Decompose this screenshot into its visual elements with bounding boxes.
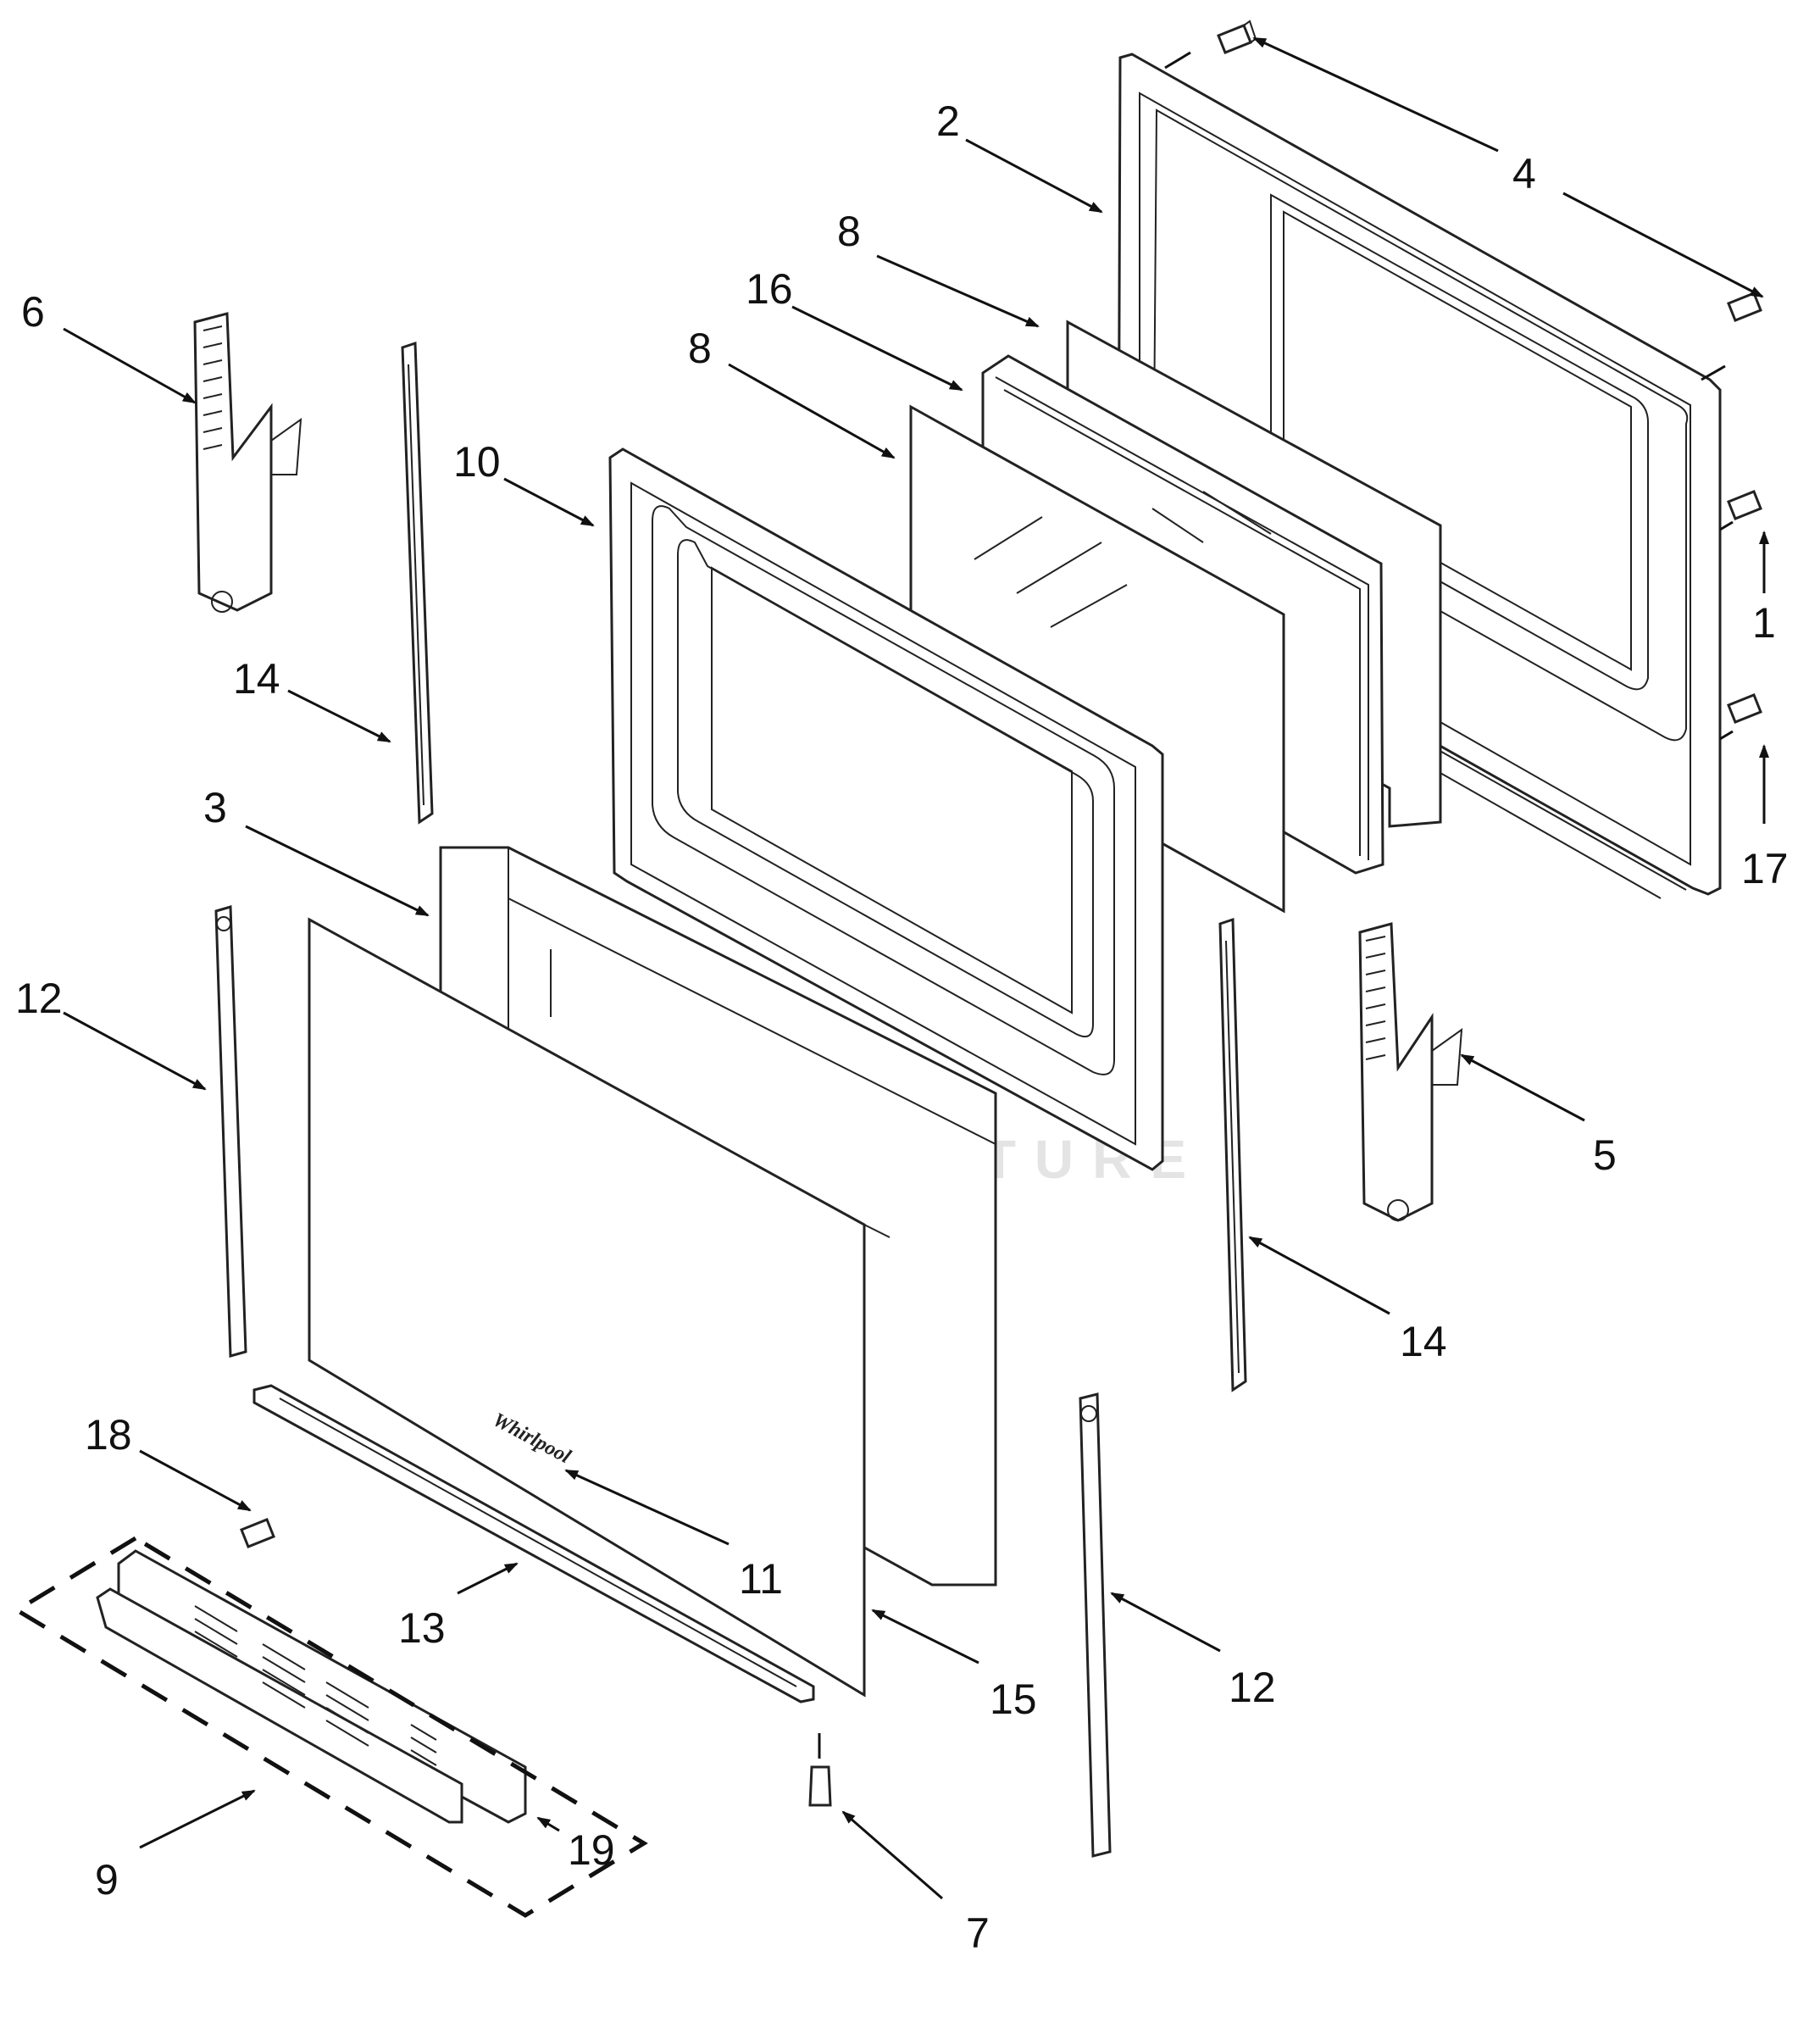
callout-12-right: 12: [1229, 1664, 1276, 1711]
screw-4-top[interactable]: [1217, 19, 1257, 54]
callout-17: 17: [1741, 845, 1789, 892]
screw-17[interactable]: [1727, 693, 1762, 724]
screw-7[interactable]: [808, 1765, 832, 1807]
screw-4-right[interactable]: [1727, 292, 1762, 322]
door-hinge-left[interactable]: [193, 312, 302, 613]
callout-18: 18: [85, 1411, 132, 1459]
outer-door-glass[interactable]: [308, 917, 891, 1698]
screw-18[interactable]: [240, 1518, 275, 1548]
callout-15: 15: [990, 1676, 1037, 1723]
door-hinge-right[interactable]: [1358, 922, 1463, 1222]
callout-2: 2: [936, 97, 960, 145]
callout-19: 19: [568, 1826, 615, 1874]
callout-9: 9: [95, 1856, 119, 1903]
door-side-channel-left[interactable]: [401, 341, 434, 825]
inner-door-liner[interactable]: [608, 447, 1164, 1171]
callout-1: 1: [1752, 599, 1776, 647]
callout-8-rear: 8: [837, 208, 861, 255]
callout-16: 16: [746, 265, 793, 313]
callout-5: 5: [1593, 1131, 1617, 1179]
callout-8-front: 8: [688, 325, 712, 372]
door-handle-assembly[interactable]: [96, 1549, 527, 1824]
callout-11: 11: [739, 1555, 783, 1603]
callout-labels: 2 4 8 16 8 6 10 14 1 17 3 12 5 14 18 11 …: [15, 97, 1789, 1957]
door-side-channel-right[interactable]: [1218, 917, 1247, 1392]
callout-12-left: 12: [15, 975, 63, 1022]
callout-10: 10: [453, 438, 501, 486]
callout-4: 4: [1512, 150, 1536, 197]
door-trim-right[interactable]: [1079, 1392, 1112, 1858]
callout-6: 6: [21, 288, 45, 336]
callout-14-left: 14: [233, 655, 280, 703]
handle-kit-outline: [13, 1536, 648, 1918]
callout-3: 3: [203, 784, 227, 831]
callout-7: 7: [966, 1909, 990, 1957]
callout-14-right: 14: [1400, 1318, 1447, 1365]
handle-support-bracket[interactable]: [252, 1384, 815, 1703]
door-trim-left[interactable]: [214, 905, 247, 1358]
leader-lines: [63, 36, 1769, 1900]
front-glass-panel[interactable]: [909, 404, 1285, 914]
screw-1[interactable]: [1727, 490, 1762, 520]
callout-13: 13: [398, 1604, 446, 1652]
